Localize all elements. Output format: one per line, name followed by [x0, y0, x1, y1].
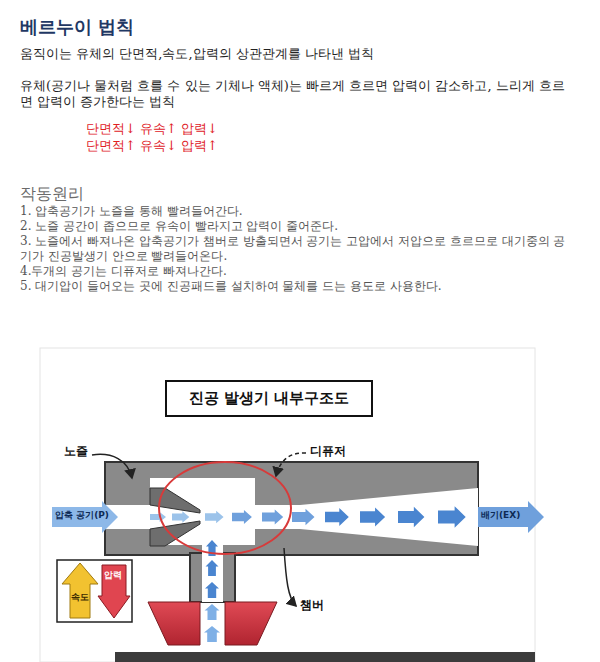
- flow-arrow: [292, 509, 315, 526]
- flow-arrow: [232, 510, 252, 524]
- flow-arrow: [262, 509, 283, 524]
- flow-label: 압축 공기(P): [54, 510, 110, 521]
- flow-arrow: [325, 508, 349, 526]
- box-title: 진공 발생기 내부구조도: [189, 389, 349, 408]
- inlet-arrow: [52, 501, 118, 533]
- legend-label: 속도: [71, 592, 89, 603]
- part-name: 노즐: [64, 444, 88, 459]
- base-bar: [115, 652, 535, 662]
- flow-arrow: [205, 511, 224, 524]
- relation-text: 단면적↑ 유속↓ 압력↑: [86, 138, 218, 154]
- title-box: 진공 발생기 내부구조도: [165, 380, 373, 417]
- definition-text: 유체(공기나 물처럼 흐를 수 있는 기체나 액체)는 빠르게 흐르면 압력이 …: [20, 78, 568, 111]
- flow-arrow: [398, 507, 424, 527]
- flow-arrows: [150, 506, 466, 642]
- definition-text: 움직이는 유체의 단면적,속도,압력의 상관관계를 나타낸 법칙: [20, 46, 590, 62]
- nozzle-leader: [92, 454, 132, 478]
- exhaust-arrow: [478, 501, 544, 533]
- part-name: 챔버: [300, 598, 324, 613]
- figure-frame: [40, 348, 535, 662]
- pressure-down-arrow: [98, 565, 130, 618]
- nozzle-wall: [150, 488, 200, 513]
- focus-ellipse: [159, 462, 291, 554]
- step-text: 4.두개의 공기는 디퓨저로 빠져나간다.: [20, 264, 580, 279]
- vacuum-pad: [148, 602, 200, 645]
- diffuser-channel: [253, 488, 478, 546]
- step-text: 3. 노즐에서 빠져나온 압축공기가 챔버로 방출되면서 공기는 고압에서 저압…: [20, 234, 568, 264]
- flow-arrow: [360, 507, 385, 526]
- flow-arrow: [206, 560, 219, 576]
- section-heading: 작동원리: [20, 184, 84, 204]
- diffuser-leader: [276, 453, 306, 476]
- legend-box: [57, 560, 132, 622]
- relation-text: 단면적↓ 유속↑ 압력↓: [86, 121, 218, 137]
- flow-label: 배기(EX): [480, 510, 521, 521]
- nozzle-wall: [150, 521, 200, 546]
- page-title: 베르누이 법칙: [20, 16, 134, 39]
- flow-arrow: [205, 604, 220, 620]
- flow-arrow: [438, 506, 466, 528]
- chamber-leader: [284, 548, 296, 606]
- step-text: 5. 대기압이 들어오는 곳에 진공패드를 설치하여 물체를 드는 용도로 사용…: [20, 279, 580, 294]
- vacuum-pad: [225, 602, 277, 645]
- step-text: 2. 노즐 공간이 좁으므로 유속이 빨라지고 압력이 줄어준다.: [20, 219, 580, 234]
- housing: [105, 462, 478, 555]
- flow-arrow: [205, 582, 219, 598]
- flow-arrow: [150, 512, 166, 522]
- legend-label: 압력: [104, 570, 122, 581]
- flow-arrow: [204, 626, 220, 642]
- part-name: 디퓨저: [310, 444, 346, 459]
- speed-up-arrow: [62, 563, 98, 618]
- flow-arrow: [172, 511, 189, 522]
- step-text: 1. 압축공기가 노즐을 통해 빨려들어간다.: [20, 204, 580, 219]
